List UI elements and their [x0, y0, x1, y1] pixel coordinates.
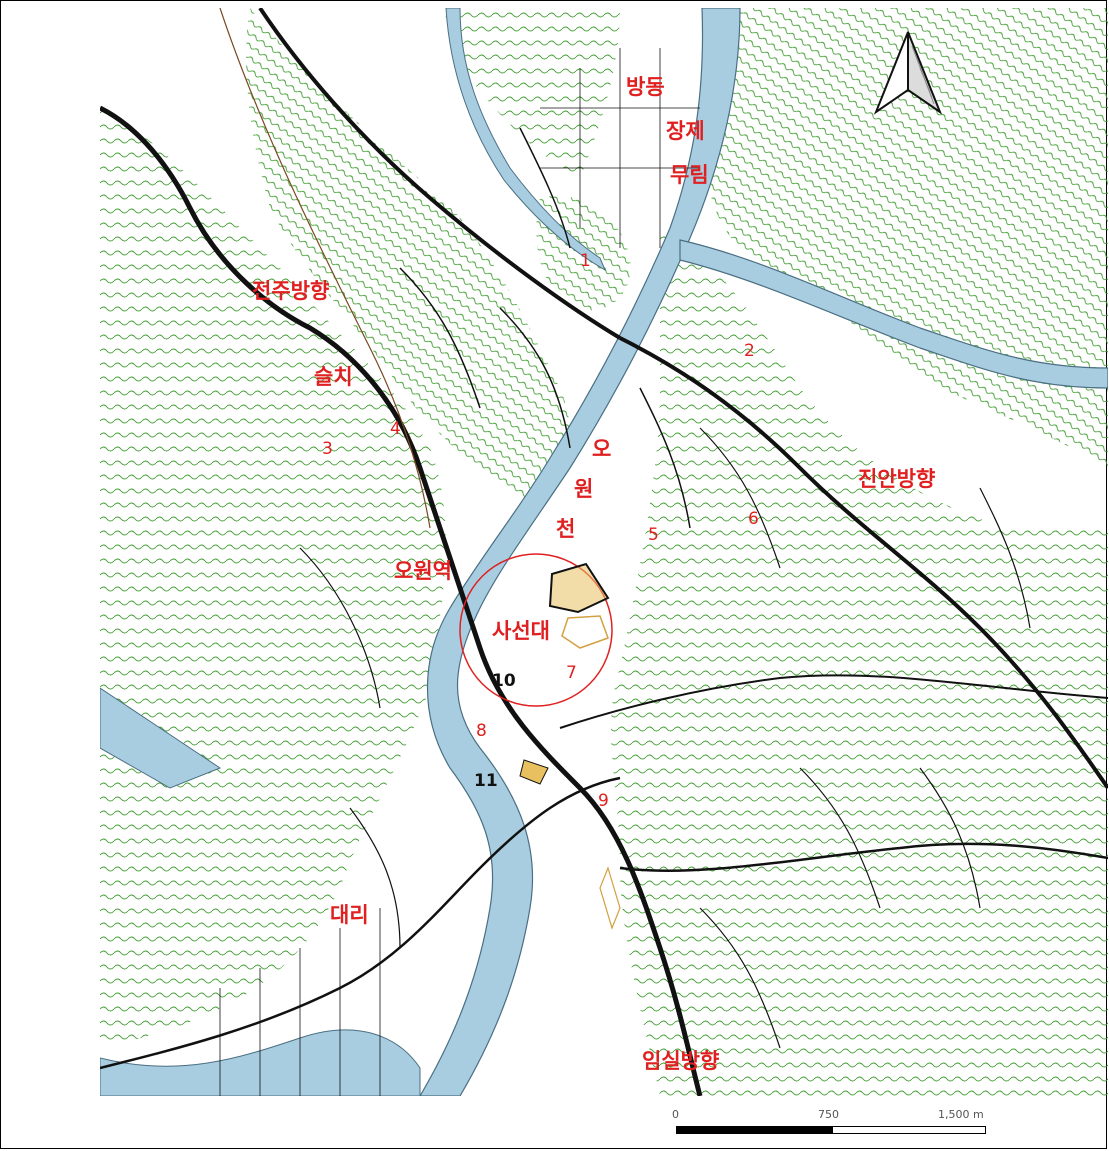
marker-5: 5 [648, 525, 659, 545]
map-canvas[interactable]: 방동 장제 무림 전주방향 슬치 진안방향 오 원 천 오원역 사선대 대리 임… [100, 8, 1108, 1096]
marker-11: 11 [474, 771, 498, 791]
label-murim: 무림 [670, 163, 709, 187]
label-owon-stream-1: 오 [592, 437, 611, 461]
map-svg: 방동 장제 무림 전주방향 슬치 진안방향 오 원 천 오원역 사선대 대리 임… [100, 8, 1108, 1096]
label-imsil-direction: 임실방향 [642, 1049, 719, 1073]
scale-label-mid: 750 [818, 1108, 839, 1121]
scale-segment-black [676, 1126, 832, 1134]
numbered-markers: 1 2 3 4 5 6 7 8 9 10 11 [322, 251, 759, 811]
label-bangdong: 방동 [626, 75, 665, 99]
marker-7: 7 [566, 663, 577, 683]
marker-3: 3 [322, 439, 333, 459]
marker-1: 1 [580, 251, 591, 271]
marker-8: 8 [476, 721, 487, 741]
marker-4: 4 [390, 419, 401, 439]
marker-6: 6 [748, 509, 759, 529]
road-network [100, 8, 1108, 1096]
scale-segment-white [832, 1126, 986, 1134]
marker-10: 10 [492, 671, 516, 691]
contour-terrain [100, 8, 1108, 1096]
label-owon-stream-3: 천 [556, 517, 575, 541]
north-arrow-icon [873, 31, 943, 115]
label-owon-station: 오원역 [394, 559, 452, 583]
scale-label-max: 1,500 m [938, 1108, 984, 1121]
label-jinan-direction: 진안방향 [858, 467, 935, 491]
marker-2: 2 [744, 341, 755, 361]
saseondae-site [459, 553, 621, 930]
place-labels: 방동 장제 무림 전주방향 슬치 진안방향 오 원 천 오원역 사선대 대리 임… [252, 75, 935, 1073]
label-daeri: 대리 [330, 903, 369, 927]
label-owon-stream-2: 원 [574, 477, 593, 501]
label-jeonju-direction: 전주방향 [252, 279, 329, 303]
label-jangje: 장제 [666, 119, 705, 143]
scale-bar: 0 750 1,500 m [672, 1108, 986, 1140]
label-saseondae: 사선대 [492, 619, 550, 643]
label-seulchi: 슬치 [314, 365, 353, 389]
marker-9: 9 [598, 791, 609, 811]
scale-label-zero: 0 [672, 1108, 679, 1121]
